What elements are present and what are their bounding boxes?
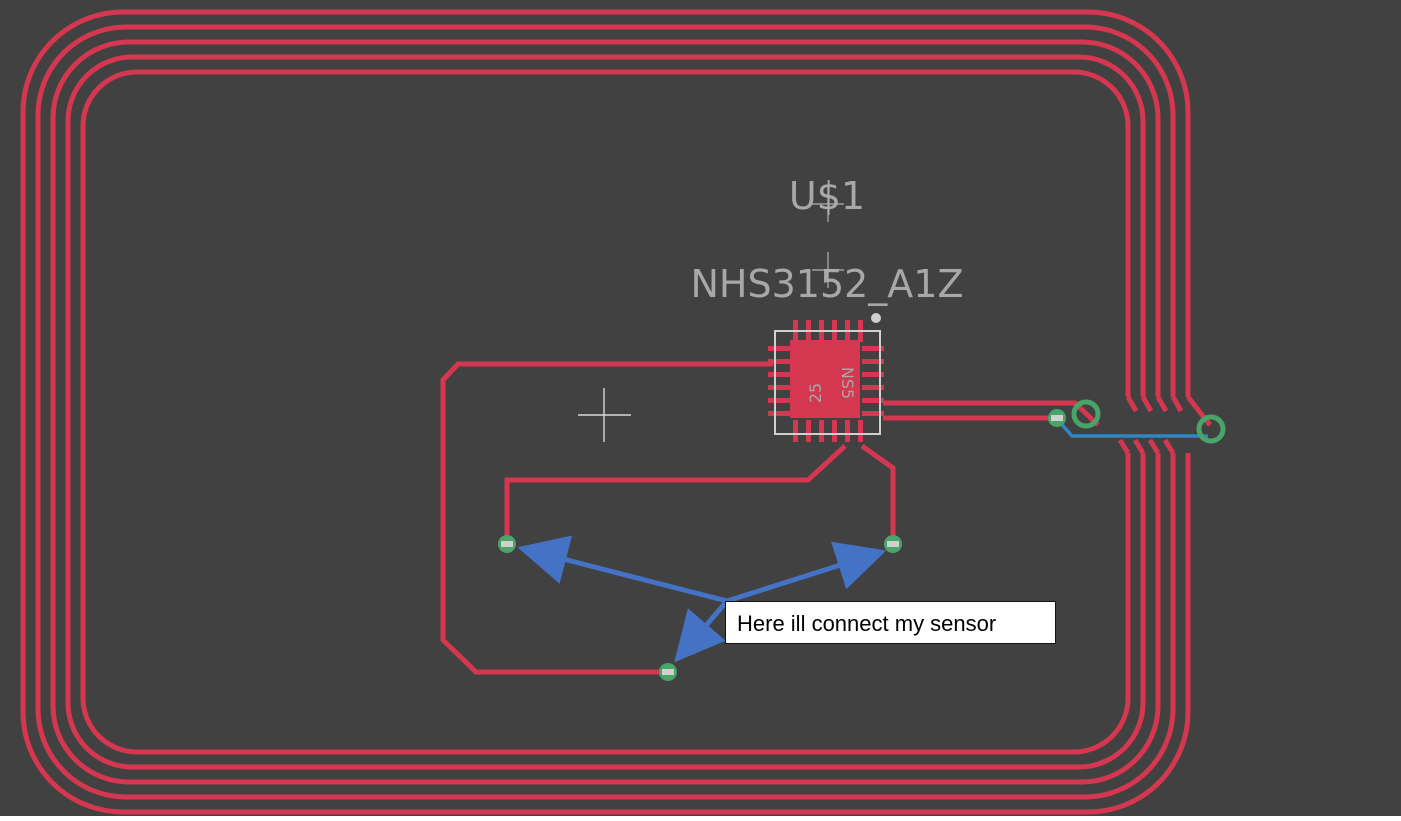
ic-footprint: 25 NS5 (768, 313, 884, 442)
label-origin-marks (812, 186, 844, 288)
ic-pad-number-a: 25 (806, 383, 825, 403)
arrow-to-left-pad (517, 535, 728, 604)
arrow-to-right-pad (726, 541, 887, 604)
component-value: NHS3152_A1Z (690, 262, 963, 306)
ic-body-pad (790, 340, 860, 418)
trace-chip-to-sensor-pad-right (860, 443, 896, 544)
ic-pins-left (768, 346, 790, 416)
ic-pins-bottom (793, 420, 863, 442)
trace-chip-left-loop (440, 361, 773, 675)
annotation-callout: Here ill connect my sensor (725, 601, 1056, 644)
via-antenna-outer[interactable] (1196, 414, 1226, 444)
trace-chip-to-antenna-a (883, 400, 1100, 427)
signal-traces (440, 361, 1100, 675)
sensor-pad-bottom[interactable] (659, 663, 677, 681)
bottom-layer-trace (1056, 418, 1208, 438)
via-small[interactable] (1048, 409, 1066, 427)
via-antenna-inner[interactable] (1071, 399, 1101, 429)
ic-silkscreen-outline (774, 330, 881, 435)
antenna-vias (1048, 399, 1226, 444)
trace-chip-to-sensor-pad-left (504, 444, 847, 544)
sensor-pad-left[interactable] (498, 535, 516, 553)
annotation-arrows (517, 535, 887, 663)
ic-pin1-marker (871, 313, 881, 323)
sensor-pad-right[interactable] (884, 535, 902, 553)
annotation-callout-text: Here ill connect my sensor (737, 611, 997, 636)
ic-pad-number-b: NS5 (838, 367, 857, 399)
sensor-pads (498, 535, 902, 681)
arrow-to-bottom-pad (674, 599, 729, 663)
origin-crosshair (578, 388, 631, 442)
ic-pins-right (862, 346, 884, 416)
component-designator: U$1 (789, 174, 865, 218)
